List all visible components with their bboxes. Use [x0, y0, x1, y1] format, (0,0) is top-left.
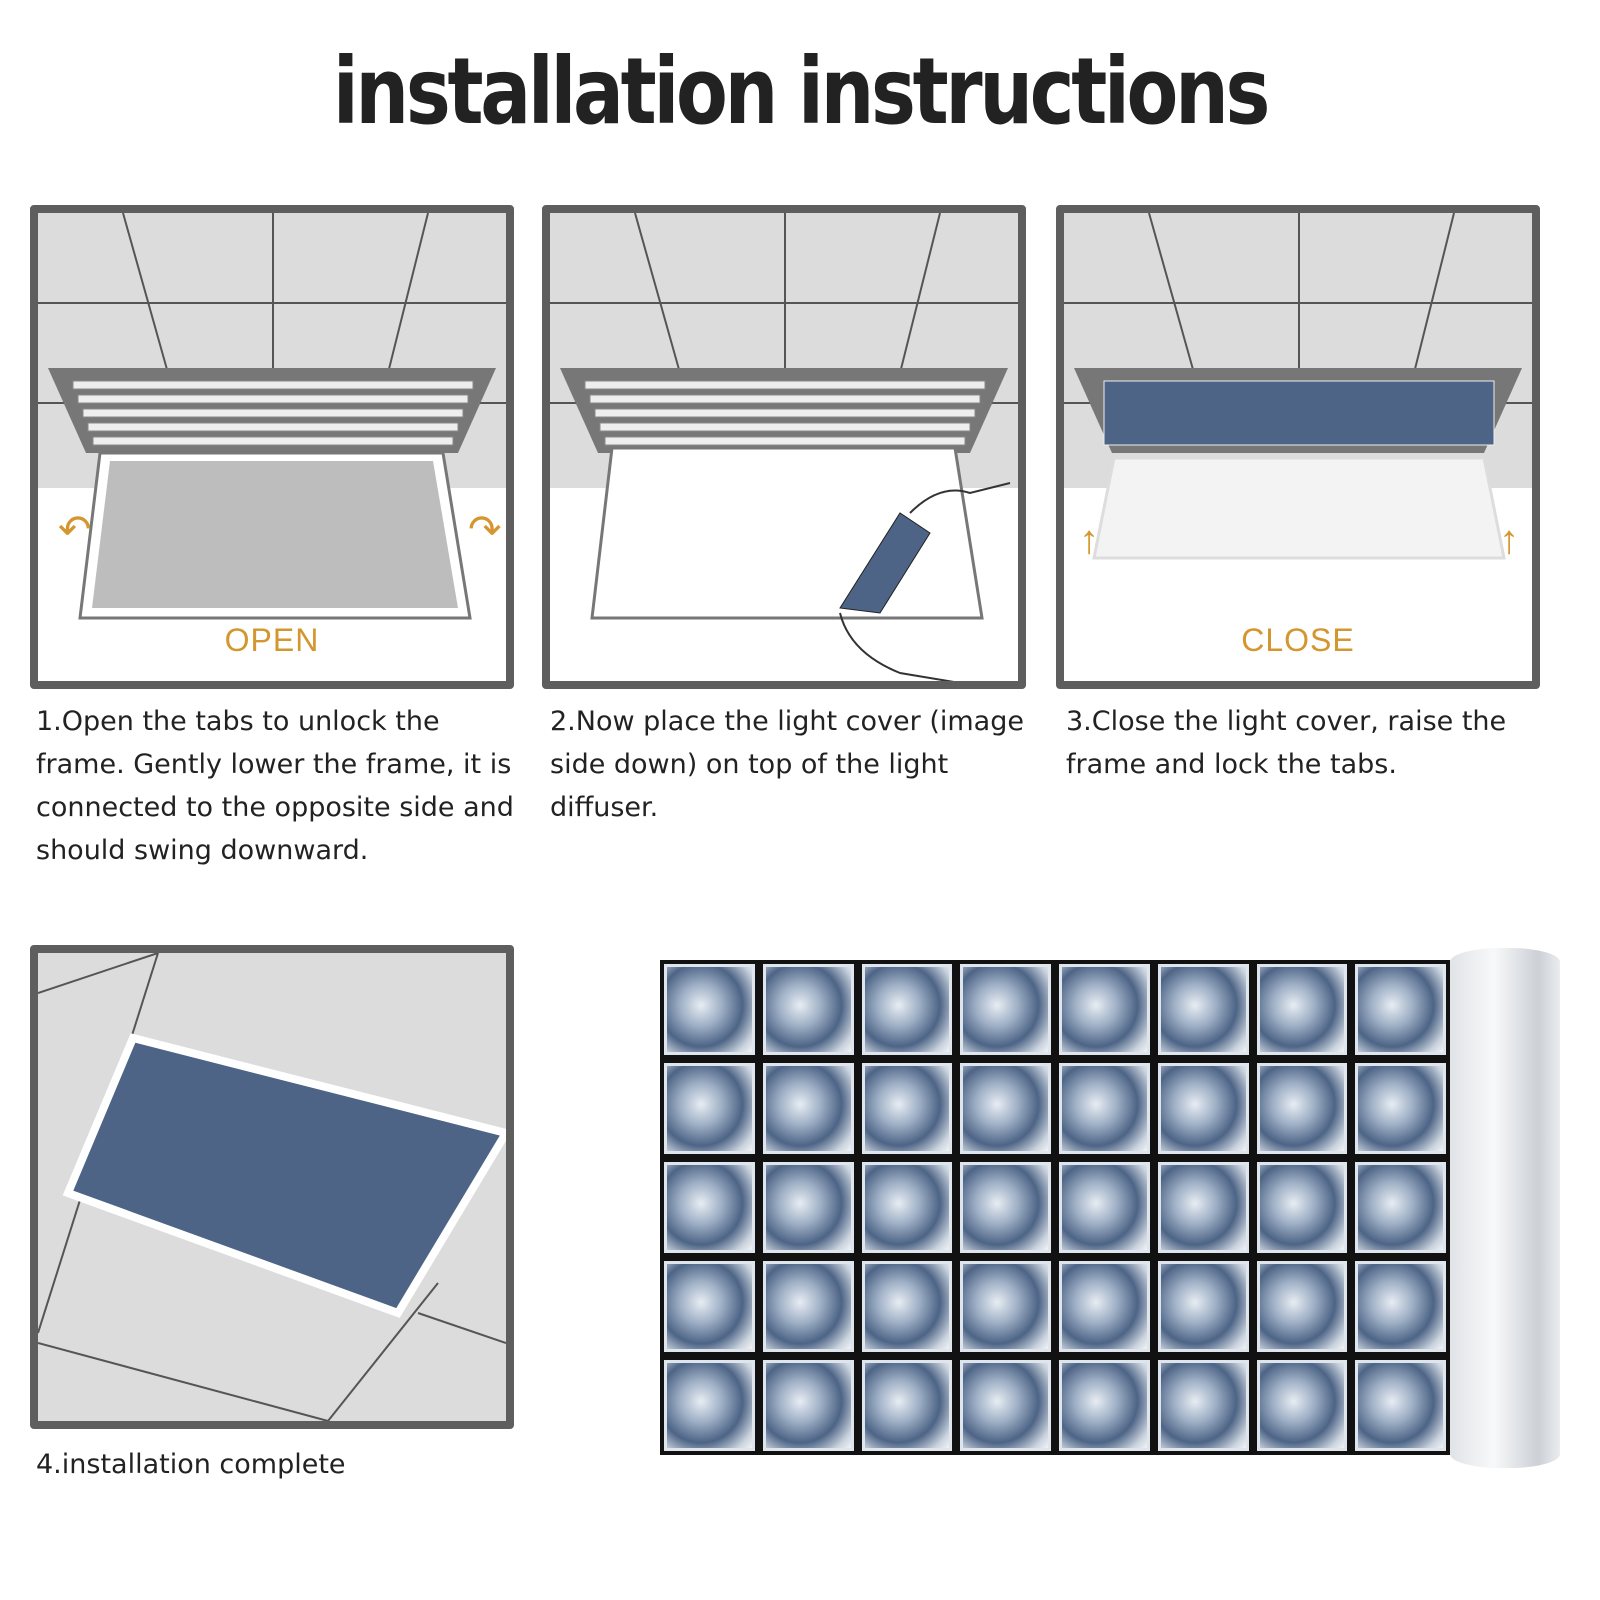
step4-caption: 4.installation complete [36, 1449, 346, 1480]
glass-block-cover-image [660, 960, 1450, 1455]
svg-text:↷: ↷ [468, 508, 502, 552]
film-roll [1450, 948, 1560, 1468]
svg-text:↑: ↑ [1079, 518, 1099, 562]
svg-text:↶: ↶ [58, 508, 92, 552]
svg-text:↑: ↑ [1499, 518, 1519, 562]
step3-illustration: ↑↑ CLOSE [1056, 205, 1540, 689]
step2-illustration [542, 205, 1026, 689]
installed-cover-icon [38, 953, 506, 1421]
step4-illustration [30, 945, 514, 1429]
page-title: installation instructions [332, 38, 1271, 145]
step3-caption: 3.Close the light cover, raise the frame… [1066, 706, 1507, 780]
open-label: OPEN [224, 622, 320, 658]
step1-caption: 1.Open the tabs to unlock the frame. Gen… [36, 706, 514, 866]
close-label: CLOSE [1241, 622, 1355, 658]
step1-illustration: ↶↷ OPEN [30, 205, 514, 689]
step2-caption: 2.Now place the light cover (image side … [550, 706, 1024, 823]
ceiling-open-icon: ↶↷ [38, 213, 506, 620]
ceiling-close-icon: ↑↑ [1064, 213, 1532, 562]
place-cover-icon [550, 213, 1018, 681]
